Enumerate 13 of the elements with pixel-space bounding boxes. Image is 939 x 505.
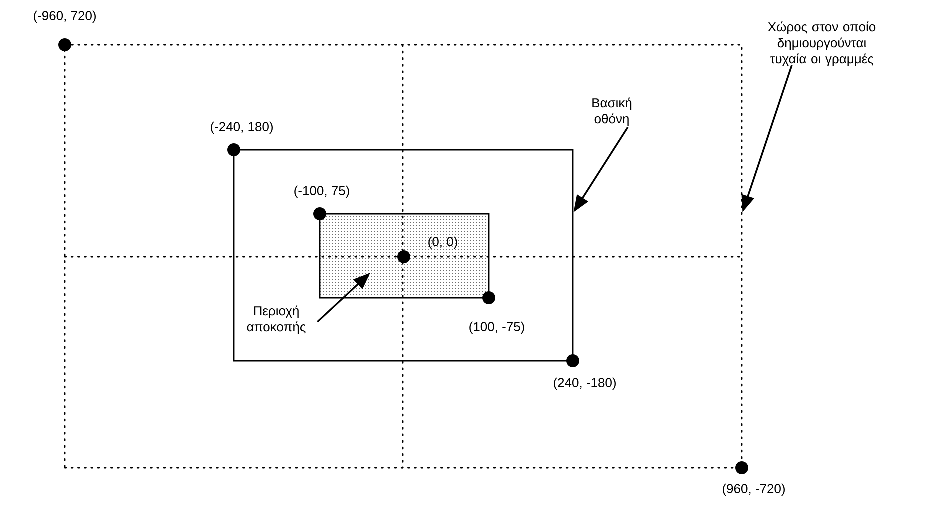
clipping-rectangle	[319, 213, 490, 299]
coordinate-label: (100, -75)	[470, 322, 524, 334]
screen-rectangle	[233, 149, 574, 362]
callout-text: Βασική οθόνη	[592, 98, 632, 126]
callout-text: Περιοχή αποκοπής	[247, 306, 306, 334]
callout-text: Χώρος στον οποίο δημιουργούνται τυχαία οι γραμμές	[768, 22, 876, 66]
coordinate-label: (-100, 75)	[294, 186, 350, 198]
coordinate-label: (960, -720)	[723, 484, 785, 496]
coordinate-label: (0, 0)	[428, 236, 458, 250]
coordinate-label: (-960, 720)	[34, 10, 96, 24]
coordinate-label: (-240, 180)	[211, 122, 273, 134]
canvas-area	[64, 44, 743, 469]
coordinate-label: (240, -180)	[554, 378, 616, 390]
